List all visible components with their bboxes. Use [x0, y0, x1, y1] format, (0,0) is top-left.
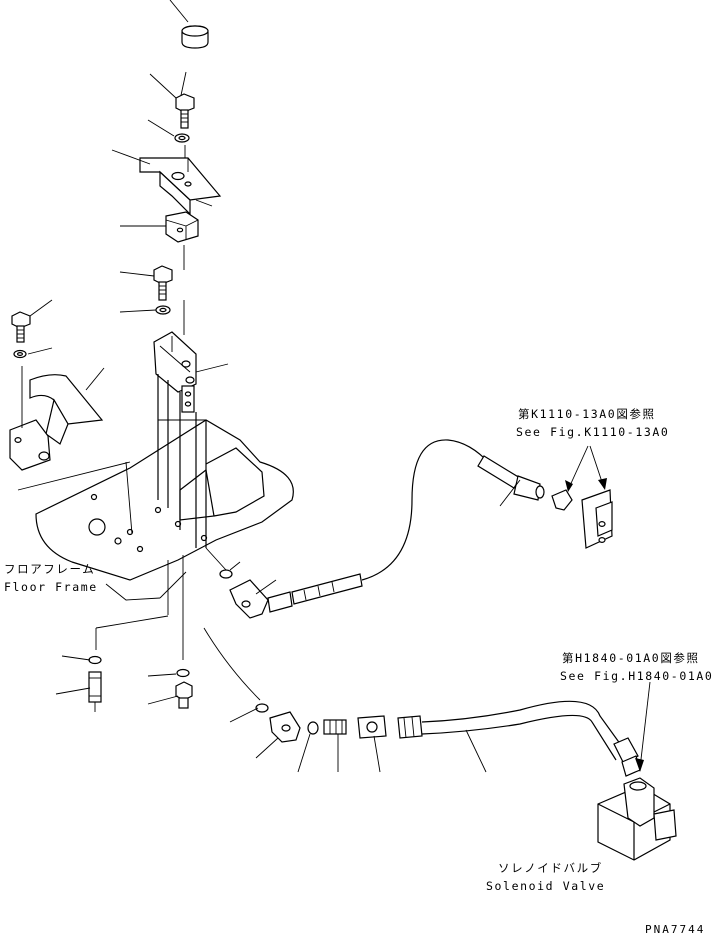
- washer-part: [174, 133, 190, 143]
- reference-2-label-jp: 第H1840-01A0図参照: [562, 651, 700, 665]
- block-part: [165, 211, 199, 243]
- reference-1-label-jp: 第K1110-13A0図参照: [518, 407, 656, 421]
- floor-frame-part: [17, 419, 294, 581]
- lower-left-fittings-part: [88, 615, 193, 712]
- bracket-plate-part: [139, 157, 222, 216]
- solenoid-valve-part: [597, 777, 677, 861]
- reference-1-label-en: See Fig.K1110-13A0: [516, 425, 669, 439]
- washer-middle-part: [155, 305, 171, 315]
- solenoid-valve-label-jp: ソレノイドバルブ: [498, 861, 603, 875]
- floor-frame-label-jp: フロアフレーム: [4, 562, 95, 576]
- hose-lower-part: [203, 627, 641, 777]
- cap-part: [181, 25, 209, 49]
- bolt-top-part: [175, 93, 195, 129]
- leader-lines: [27, 0, 521, 773]
- hose-upper-part: [205, 439, 545, 619]
- text-labels: フロアフレーム Floor Frame 第K1110-13A0図参照 See F…: [4, 407, 713, 936]
- reference-2-label-en: See Fig.H1840-01A0: [560, 669, 713, 683]
- solenoid-valve-label-en: Solenoid Valve: [486, 879, 605, 893]
- bracket-right-part: [551, 489, 613, 549]
- reference-arrows: [565, 445, 651, 772]
- bolt-middle-part: [153, 265, 173, 301]
- drawing-code: PNA7744: [645, 923, 705, 936]
- floor-frame-label-en: Floor Frame: [4, 580, 98, 594]
- cover-assembly-part: [9, 311, 104, 471]
- lever-column-part: [153, 331, 207, 548]
